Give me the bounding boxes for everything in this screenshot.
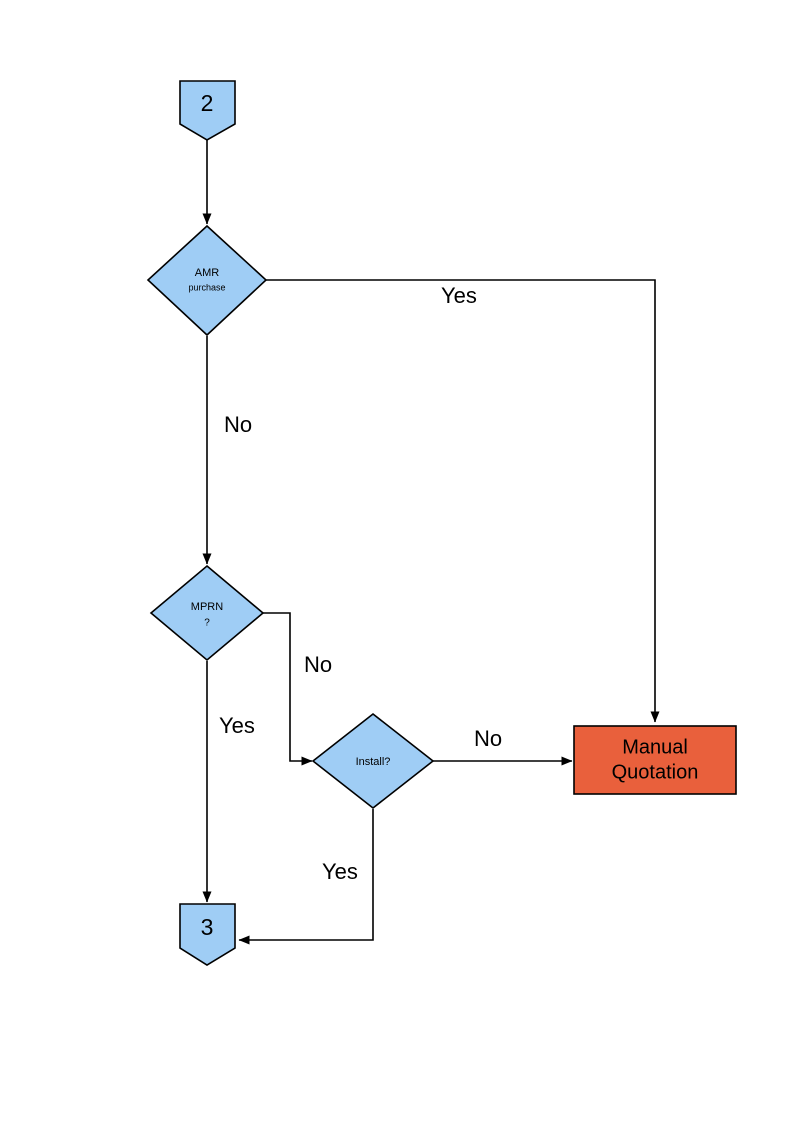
node-label-install: Install? xyxy=(356,756,391,768)
rect-shape-manual-quotation xyxy=(573,725,737,795)
node-label-3: 3 xyxy=(201,914,214,940)
node-amr-decision[interactable]: AMR purchase xyxy=(146,224,268,337)
node-start-connector-2[interactable]: 2 xyxy=(179,80,236,141)
node-label-amr-line1: AMR xyxy=(195,267,220,279)
edge-label-install-no: No xyxy=(474,726,502,751)
node-label-2: 2 xyxy=(201,90,214,116)
edge-label-amr-no: No xyxy=(224,412,252,437)
edge-label-amr-yes: Yes xyxy=(441,283,477,308)
node-end-connector-3[interactable]: 3 xyxy=(179,903,236,966)
node-mprn-decision[interactable]: MPRN ? xyxy=(149,564,265,662)
diamond-shape-amr xyxy=(146,224,268,337)
node-label-amr-line2: purchase xyxy=(188,282,225,292)
diamond-shape-install xyxy=(311,712,435,810)
edge-amr-yes-to-manual xyxy=(266,279,660,723)
edge-label-mprn-no: No xyxy=(304,652,332,677)
node-label-manual-line2: Quotation xyxy=(612,761,699,783)
diamond-shape-mprn xyxy=(149,564,265,662)
node-label-mprn-line1: MPRN xyxy=(191,601,223,613)
pentagon-shape-3 xyxy=(179,903,236,966)
edge-label-mprn-yes: Yes xyxy=(219,713,255,738)
edge-label-install-yes: Yes xyxy=(322,859,358,884)
pentagon-shape-2 xyxy=(179,80,236,141)
node-install-decision[interactable]: Install? xyxy=(311,712,435,810)
edge-mprn-no-to-install xyxy=(263,612,313,766)
edge-install-yes-to-end xyxy=(238,809,374,945)
node-manual-quotation[interactable]: Manual Quotation xyxy=(573,725,737,795)
node-label-manual-line1: Manual xyxy=(622,736,688,758)
node-label-mprn-line2: ? xyxy=(204,618,210,629)
